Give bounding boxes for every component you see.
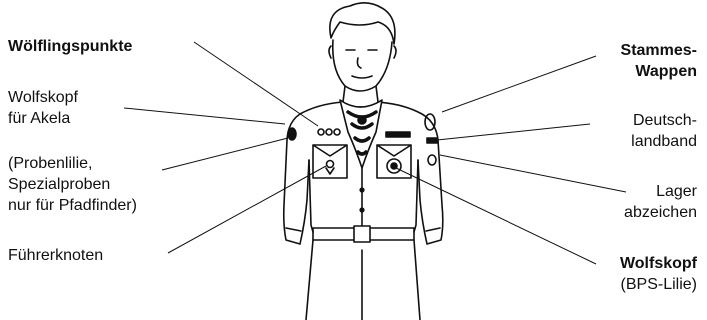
label-probenlilie-line2: Spezialproben [8, 174, 137, 195]
label-stammeswappen-line1: Stammes- [621, 40, 697, 61]
label-wolfskopf-akela-line1: Wolfskopf [8, 87, 78, 108]
leader-lagerabzeichen [440, 155, 626, 192]
leader-woelflingspunkte [194, 42, 318, 126]
face [333, 40, 392, 91]
label-stammeswappen: Stammes- Wappen [621, 40, 697, 82]
hair [330, 3, 395, 44]
leader-wolfskopf-bps [396, 168, 596, 264]
label-wolfskopf-bps: Wolfskopf (BPS-Lilie) [620, 253, 697, 295]
label-woelflingspunkte-text: Wölflingspunkte [8, 36, 132, 57]
label-probenlilie-line3: nur für Pfadfinder) [8, 195, 137, 216]
leader-deutschlandband [437, 124, 590, 140]
label-wolfskopf-bps-line1: Wolfskopf [620, 253, 697, 274]
label-deutschlandband-line2: landband [631, 131, 697, 152]
label-probenlilie-line1: (Probenlilie, [8, 153, 137, 174]
label-fuehrerknoten: Führerknoten [8, 245, 103, 266]
leader-stammeswappen [442, 56, 596, 112]
label-lagerabzeichen-line2: abzeichen [624, 202, 697, 223]
leader-wolfskopf-akela [124, 108, 285, 124]
label-wolfskopf-akela: Wolfskopf für Akela [8, 87, 78, 129]
label-lagerabzeichen-line1: Lager [624, 181, 697, 202]
label-wolfskopf-akela-line2: für Akela [8, 108, 78, 129]
label-wolfskopf-bps-line2: (BPS-Lilie) [620, 274, 697, 295]
label-fuehrerknoten-text: Führerknoten [8, 245, 103, 266]
leader-probenlilie [162, 138, 288, 170]
leader-fuehrerknoten [168, 166, 326, 253]
label-woelflingspunkte: Wölflingspunkte [8, 36, 132, 57]
label-deutschlandband-line1: Deutsch- [631, 110, 697, 131]
label-deutschlandband: Deutsch- landband [631, 110, 697, 152]
label-stammeswappen-line2: Wappen [621, 61, 697, 82]
label-lagerabzeichen: Lager abzeichen [624, 181, 697, 223]
label-probenlilie: (Probenlilie, Spezialproben nur für Pfad… [8, 153, 137, 216]
